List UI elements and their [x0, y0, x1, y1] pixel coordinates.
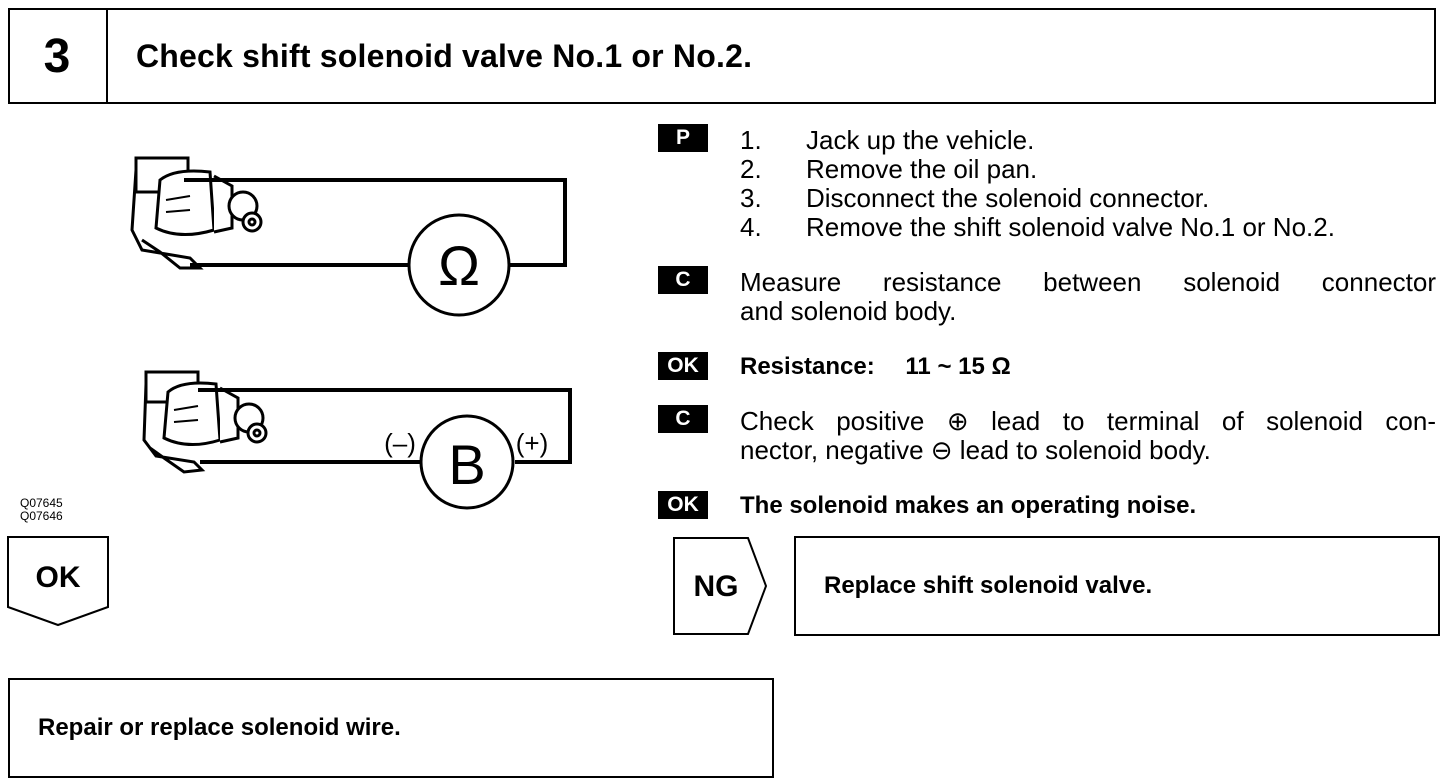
resistance-value: 11 ~ 15 Ω	[905, 353, 1011, 380]
ohmmeter-symbol: Ω	[438, 234, 480, 297]
battery-negative-label: (–)	[384, 428, 416, 458]
step-num: 3.	[740, 183, 762, 213]
resistance-label: Resistance:	[740, 353, 875, 380]
figure-id: Q07645	[20, 496, 63, 510]
battery-icon	[419, 414, 515, 510]
figure-id-list: Q07645 Q07646	[20, 497, 63, 523]
list-item: 2. Remove the oil pan.	[740, 155, 1335, 184]
page-title: Check shift solenoid valve No.1 or No.2.	[136, 38, 753, 74]
ng-flow-label: NG	[694, 570, 739, 603]
step-number: 3	[8, 8, 108, 104]
check-text-line: nector, negative ⊖ lead to solenoid body…	[740, 435, 1211, 465]
check-instruction: Check positive ⊕ lead to terminal of sol…	[740, 407, 1436, 465]
step-num: 1.	[740, 125, 762, 155]
resistance-spec: Resistance: 11 ~ 15 Ω	[740, 352, 1011, 381]
prep-badge: P	[658, 124, 708, 152]
list-item: 4. Remove the shift solenoid valve No.1 …	[740, 213, 1335, 242]
ok-badge: OK	[658, 491, 708, 519]
check-badge: C	[658, 266, 708, 294]
step-text: Disconnect the solenoid connector.	[806, 183, 1210, 213]
step-num: 2.	[740, 154, 762, 184]
solenoid-illustration-ohm	[130, 156, 263, 270]
ok-flow-arrow: OK	[7, 536, 109, 627]
step-text: Jack up the vehicle.	[806, 125, 1035, 155]
ng-action-text: Replace shift solenoid valve.	[824, 572, 1153, 599]
check-text-line: Check positive ⊕ lead to terminal of sol…	[740, 406, 1436, 436]
ohmmeter-icon	[407, 213, 511, 317]
ok-flow-label: OK	[36, 561, 81, 594]
step-header	[8, 8, 1436, 104]
battery-symbol: B	[448, 433, 485, 496]
procedure-list: 1. Jack up the vehicle. 2. Remove the oi…	[740, 126, 1335, 242]
ok-badge: OK	[658, 352, 708, 380]
step-num: 4.	[740, 212, 762, 242]
check-text-line: and solenoid body.	[740, 296, 957, 326]
noise-spec: The solenoid makes an operating noise.	[740, 492, 1197, 519]
test-lead-upper	[184, 178, 567, 267]
ok-result-box: Repair or replace solenoid wire.	[8, 678, 774, 778]
ng-result-box: Replace shift solenoid valve.	[794, 536, 1440, 636]
check-badge: C	[658, 405, 708, 433]
ok-action-text: Repair or replace solenoid wire.	[38, 714, 401, 741]
check-text-line: Measure resistance between solenoid conn…	[740, 267, 1436, 297]
list-item: 1. Jack up the vehicle.	[740, 126, 1335, 155]
step-text: Remove the shift solenoid valve No.1 or …	[806, 212, 1335, 242]
list-item: 3. Disconnect the solenoid connector.	[740, 184, 1335, 213]
test-lead-lower	[198, 388, 572, 464]
solenoid-illustration-battery	[142, 370, 268, 474]
check-instruction: Measure resistance between solenoid conn…	[740, 268, 1436, 326]
battery-positive-label: (+)	[516, 428, 549, 458]
solenoid-test-diagram: Ω B (–) (+)	[130, 156, 572, 510]
figure-id: Q07646	[20, 509, 63, 523]
ng-flow-arrow: NG	[673, 537, 768, 635]
step-text: Remove the oil pan.	[806, 154, 1038, 184]
